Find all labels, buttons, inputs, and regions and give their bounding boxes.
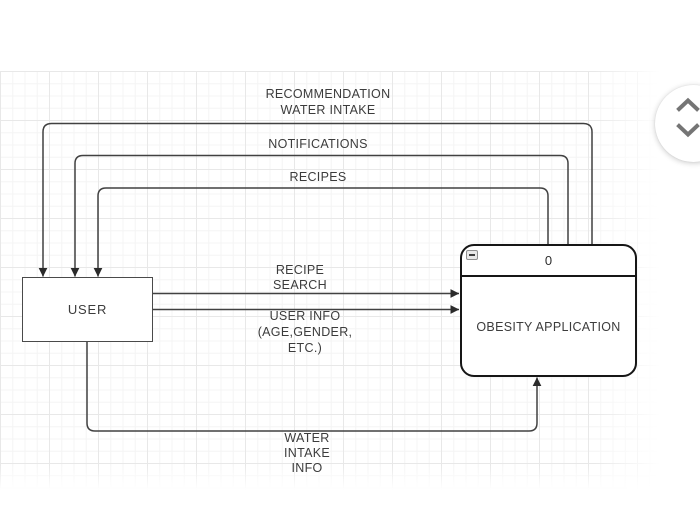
obesity-application-process-box: 0 OBESITY APPLICATION (460, 244, 637, 377)
label-notifications: NOTIFICATIONS (268, 137, 368, 151)
label-recipe-search: RECIPE SEARCH (273, 263, 327, 292)
chevron-down-icon[interactable] (675, 123, 700, 138)
label-recommendation-water-intake: RECOMMENDATION WATER INTAKE (265, 87, 391, 117)
flow-water-intake-info-line (86, 342, 542, 432)
process-body: OBESITY APPLICATION (462, 277, 635, 375)
flow-recommendation-water-intake-line (38, 122, 593, 277)
label-recipes: RECIPES (289, 170, 347, 184)
flow-recipes-line (93, 187, 549, 277)
label-user-info: USER INFO (AGE,GENDER, ETC.) (257, 309, 353, 355)
chevron-up-icon[interactable] (675, 97, 700, 112)
user-entity-label: USER (67, 302, 108, 317)
user-entity-box: USER (22, 277, 153, 342)
collapse-icon (466, 250, 478, 260)
process-index-label: 0 (544, 253, 553, 268)
label-water-intake-info: WATER INTAKE INFO (283, 431, 331, 475)
flow-notifications-line (70, 154, 569, 277)
process-label: OBESITY APPLICATION (476, 320, 621, 334)
process-header: 0 (462, 246, 635, 277)
